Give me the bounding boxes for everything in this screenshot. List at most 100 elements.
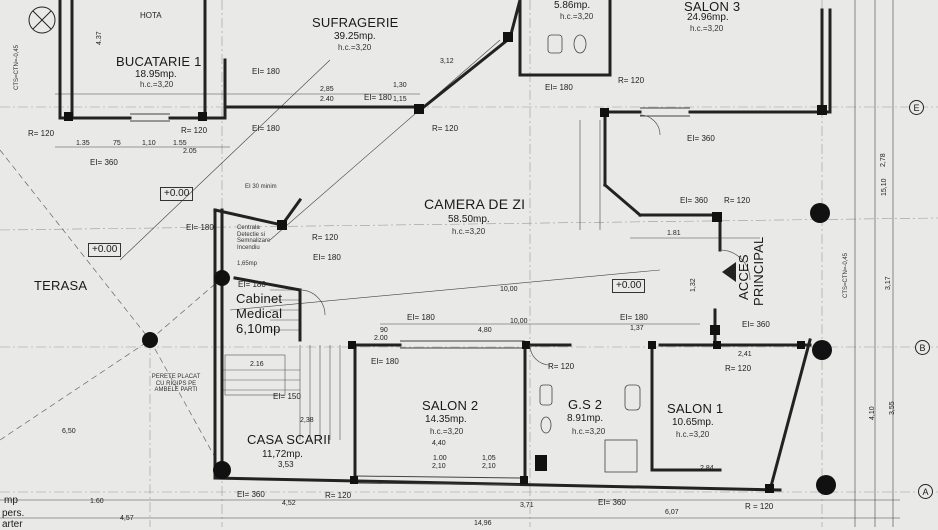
dimension-text: 1.55	[173, 140, 187, 147]
hota-label: HOTA	[140, 11, 162, 20]
dimension-text: 14,96	[474, 520, 492, 527]
staircase	[222, 289, 341, 440]
cabinet-area: 6,10mp	[236, 321, 281, 336]
dimension-text: 3,55	[889, 401, 896, 415]
camera-name: CAMERA DE ZI	[424, 196, 526, 212]
sufragerie-area: 39.25mp.	[334, 31, 376, 42]
dimension-text: 1,37	[630, 325, 644, 332]
dimension-text: 4,40	[432, 440, 446, 447]
terasa-label: TERASA	[34, 278, 88, 293]
centrala-note: Centrala Detectie si Semnalizare Incendi…	[237, 225, 271, 251]
edge-text: arter	[2, 519, 23, 530]
dimension-text: 10,00	[500, 286, 518, 293]
r-label: R= 120	[548, 362, 575, 371]
dimension-text: 1,15	[393, 96, 407, 103]
dimension-text: 90	[380, 327, 388, 334]
dimension-text: 15,10	[881, 178, 888, 196]
perete-placat-note: PERETE PLACAT CU RIGIPS PE AMBELE PARTI	[151, 374, 201, 394]
sufragerie-hc: h.c.=3,20	[338, 43, 372, 52]
dimension-text: 4,10	[869, 406, 876, 420]
dimension-text: 4,57	[120, 515, 134, 522]
dimension-text: 1,32	[690, 278, 697, 292]
salon1-hc: h.c.=3,20	[676, 430, 710, 439]
casa-scarii-name: CASA SCARII	[247, 432, 331, 447]
ei-label: EI= 360	[598, 498, 626, 507]
dimension-text: 2,10	[432, 463, 446, 470]
salon3-hc: h.c.=3,20	[690, 24, 724, 33]
dimension-text: 1.00	[433, 455, 447, 462]
bucatarie-area: 18.95mp.	[135, 69, 177, 80]
dimension-text: 2,10	[482, 463, 496, 470]
gs2-area: 8.91mp.	[567, 413, 604, 424]
cts-right-note: CTS=CTN=-0,45	[843, 252, 849, 298]
axis-bubble-e: E	[909, 100, 924, 115]
level-marker: +0.00	[88, 243, 122, 257]
cabinet-name-2: Medical	[236, 306, 283, 321]
dimension-text: 1.60	[90, 498, 104, 505]
gs2-hc: h.c.=3,20	[572, 427, 606, 436]
salon1-name: SALON 1	[667, 401, 724, 416]
salon2-name: SALON 2	[422, 398, 479, 413]
ei-label: EI= 180	[252, 67, 280, 76]
dimension-text: 75	[113, 140, 121, 147]
dimension-text: 2,38	[300, 417, 314, 424]
wc-top-hc: h.c.=3,20	[560, 12, 594, 21]
dimension-text: 6,07	[665, 509, 679, 516]
dimension-text: 2.05	[183, 148, 197, 155]
ei30-note: EI 30 minim	[245, 184, 277, 190]
ei-label: EI= 360	[742, 320, 770, 329]
bucatarie-hc: h.c.=3,20	[140, 80, 174, 89]
dimension-text: 3,71	[520, 502, 534, 509]
camera-hc: h.c.=3,20	[452, 227, 486, 236]
r-label: R= 120	[28, 129, 55, 138]
r-label: R= 120	[181, 126, 208, 135]
windows	[130, 107, 690, 486]
walls	[58, 0, 832, 492]
salon2-hc: h.c.=3,20	[430, 427, 464, 436]
ei-label: EI= 180	[620, 313, 648, 322]
dimension-text: 10,00	[510, 318, 528, 325]
cabinet-name-1: Cabinet	[236, 291, 283, 306]
r-label: R= 120	[432, 124, 459, 133]
round-columns	[142, 203, 836, 495]
r-label: R= 120	[312, 233, 339, 242]
ei-label: EI= 180	[364, 93, 392, 102]
dimension-text: 1,05	[482, 455, 496, 462]
ei-label: EI= 180	[186, 223, 214, 232]
dimension-text: 2,78	[880, 153, 887, 167]
level-marker: +0.00	[612, 279, 646, 293]
acces-label-1: ACCES	[736, 254, 751, 300]
casa-scarii-area: 11,72mp.	[262, 449, 303, 460]
ei-label: EI= 360	[687, 134, 715, 143]
dimension-text: 4.37	[96, 31, 103, 45]
dimension-text: 2.00	[374, 335, 388, 342]
axis-bubble-b: B	[915, 340, 930, 355]
bucatarie-name: BUCATARIE 1	[116, 54, 202, 69]
level-marker: +0.00	[160, 187, 194, 201]
dimension-text: 4,80	[478, 327, 492, 334]
r-label: R= 120	[325, 491, 352, 500]
ei-label: EI= 180	[407, 313, 435, 322]
entrance-arrow	[722, 262, 736, 282]
dimension-lines	[0, 0, 900, 527]
salon3-name: SALON 3	[684, 0, 741, 14]
dimension-text: 3,17	[885, 276, 892, 290]
ei-label: EI= 360	[90, 158, 118, 167]
cts-left-note: CTS=CTN=-0,45	[14, 44, 20, 90]
dimension-text: 1.81	[667, 230, 681, 237]
casa-scarii-dim: 3,53	[278, 460, 294, 469]
dimension-text: 3,12	[440, 58, 454, 65]
dimension-text: 1.35	[76, 140, 90, 147]
centrala-area: 1,65mp	[237, 261, 258, 267]
gs2-name: G.S 2	[568, 397, 603, 412]
salon2-area: 14.35mp.	[425, 414, 467, 425]
dimension-text: 1,10	[142, 140, 156, 147]
salon1-area: 10.65mp.	[672, 417, 714, 428]
ei-label: EI= 180	[545, 83, 573, 92]
ei-label: EI= 360	[680, 196, 708, 205]
r-label: R= 120	[724, 196, 751, 205]
r-label: R= 120	[725, 364, 752, 373]
dimension-text: 2,85	[320, 86, 334, 93]
door-arcs	[299, 114, 751, 366]
